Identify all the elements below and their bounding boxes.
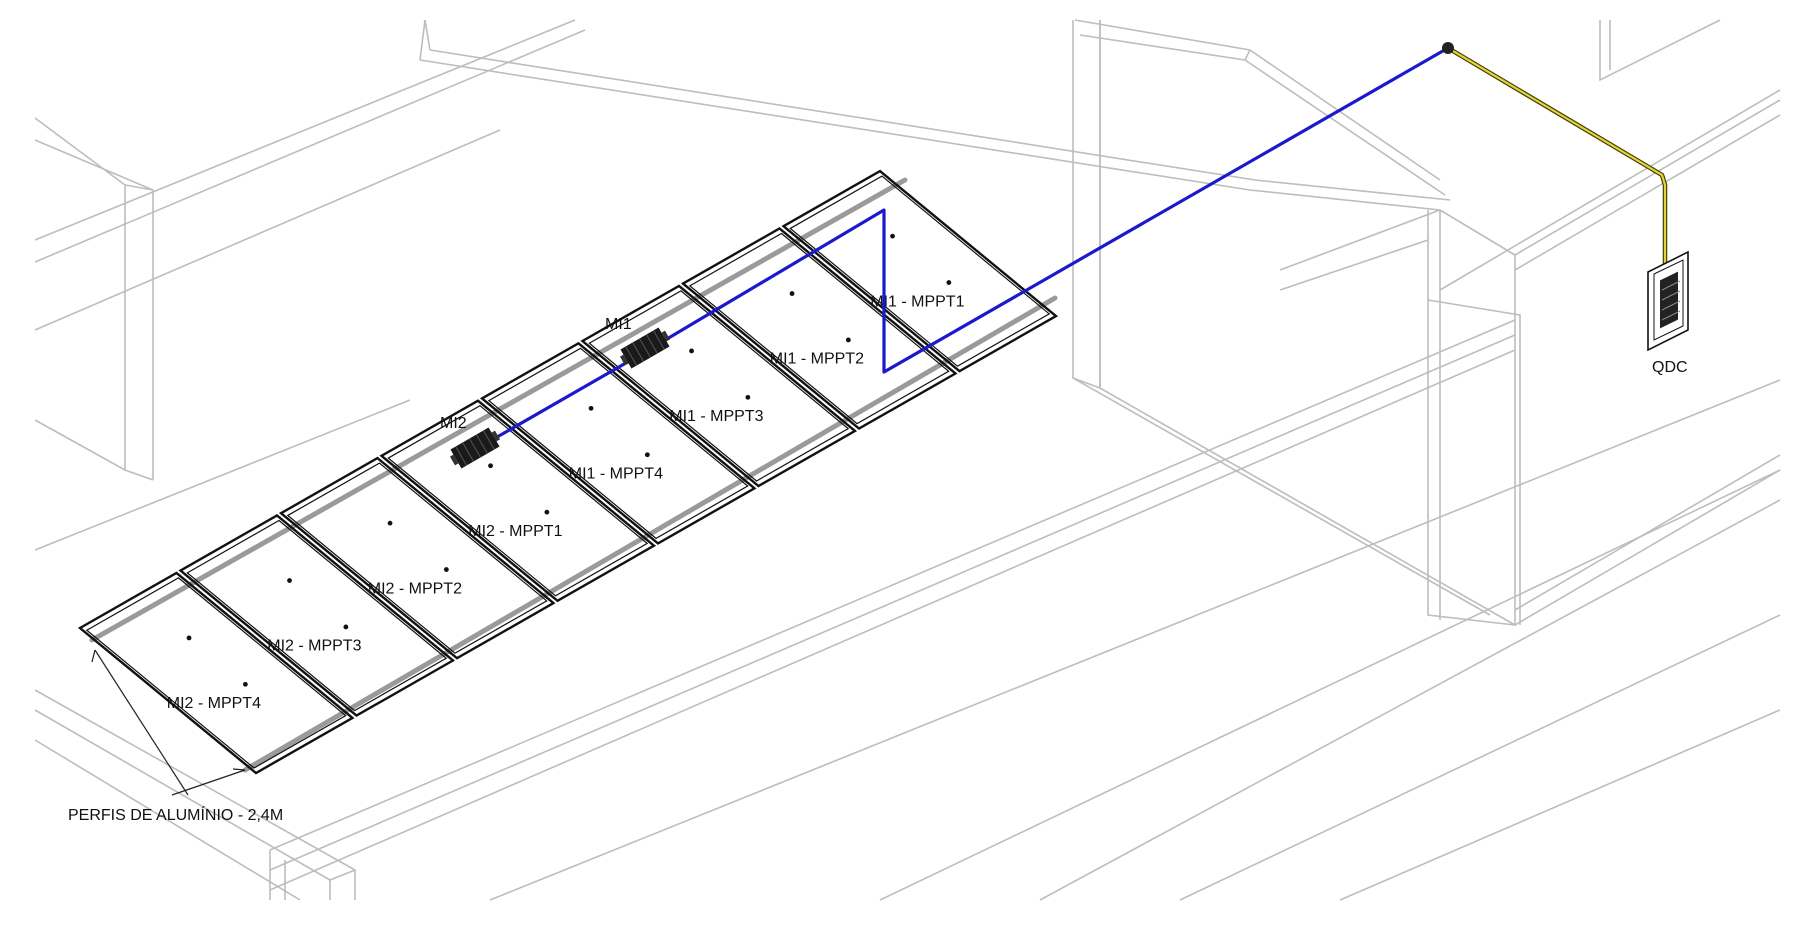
panel-frame-inner [688,232,950,425]
panel-frame-inner [588,290,850,482]
panel-label: MI2 - MPPT4 [167,695,261,712]
panel-frame-inner [487,347,749,540]
solar-panel: MI2 - MPPT1 [379,399,657,603]
mount-point-icon [443,567,449,572]
solar-panel: MI2 - MPPT3 [178,514,456,718]
solar-panel: MI1 - MPPT2 [680,227,958,431]
mount-point-icon [689,348,694,354]
panel-frame-inner [186,519,448,712]
panel-frame-outer [479,341,757,545]
panel-frame-outer [580,284,858,488]
mount-point-icon [488,463,493,469]
panel-frame-inner [387,404,649,597]
rails-note-leaders [91,649,246,796]
ac-wire-core [1447,47,1667,270]
ac-wiring [1446,46,1668,270]
panel-frame-inner [789,175,1051,367]
solar-panel: MI1 - MPPT4 [479,341,757,545]
mount-point-icon [242,681,248,687]
mount-point-icon [387,520,393,526]
panel-label: MI1 - MPPT2 [770,351,864,368]
panel-frame-outer [278,456,556,660]
panel-frame-outer [77,571,355,775]
panel-label: MI2 - MPPT1 [468,523,562,540]
microinverter-mi1-icon [619,327,671,369]
panel-frame-inner [85,577,347,769]
solar-panel: MI2 - MPPT4 [77,571,355,775]
inverter-label-mi2: MI2 [440,415,467,432]
inverter-label-mi1: MI1 [605,316,632,333]
mount-point-icon [644,452,650,458]
rails-note-label: PERFIS DE ALUMÍNIO - 2,4M [68,805,283,824]
panel-label: MI1 - MPPT1 [870,293,964,310]
building-background-lines [34,19,1781,901]
mount-point-icon [789,291,795,296]
mount-point-icon [544,509,550,515]
rail-upper [89,177,908,643]
mount-point-icon [343,624,349,630]
microinverter-mi2-icon [449,427,501,469]
solar-panel: MI2 - MPPT2 [278,456,556,660]
mount-point-icon [588,405,594,411]
panel-label: MI2 - MPPT2 [368,580,462,597]
panel-frame-inner [286,462,548,654]
panel-label: MI2 - MPPT3 [267,638,361,655]
dc-wiring [477,46,1449,450]
panel-frame-outer [379,399,657,603]
panel-frame-outer [178,514,456,718]
solar-panel: MI1 - MPPT1 [781,169,1059,373]
panel-frame-outer [680,227,958,431]
mount-point-icon [287,578,292,583]
qdc-panel-icon [1647,250,1689,352]
qdc-label: QDC [1652,359,1688,376]
mount-point-icon [186,635,192,641]
panel-label: MI1 - MPPT3 [669,408,763,425]
mount-point-icon [745,394,751,400]
junction-dot-icon [1442,42,1454,54]
mount-point-icon [845,337,851,343]
dc-wire-string [477,46,1449,450]
panel-frame-outer [781,169,1059,373]
mount-point-icon [890,233,895,239]
ac-wire-outline [1446,46,1668,270]
solar-panel: MI1 - MPPT3 [580,284,858,488]
mount-point-icon [946,280,952,285]
panel-label: MI1 - MPPT4 [569,466,663,483]
